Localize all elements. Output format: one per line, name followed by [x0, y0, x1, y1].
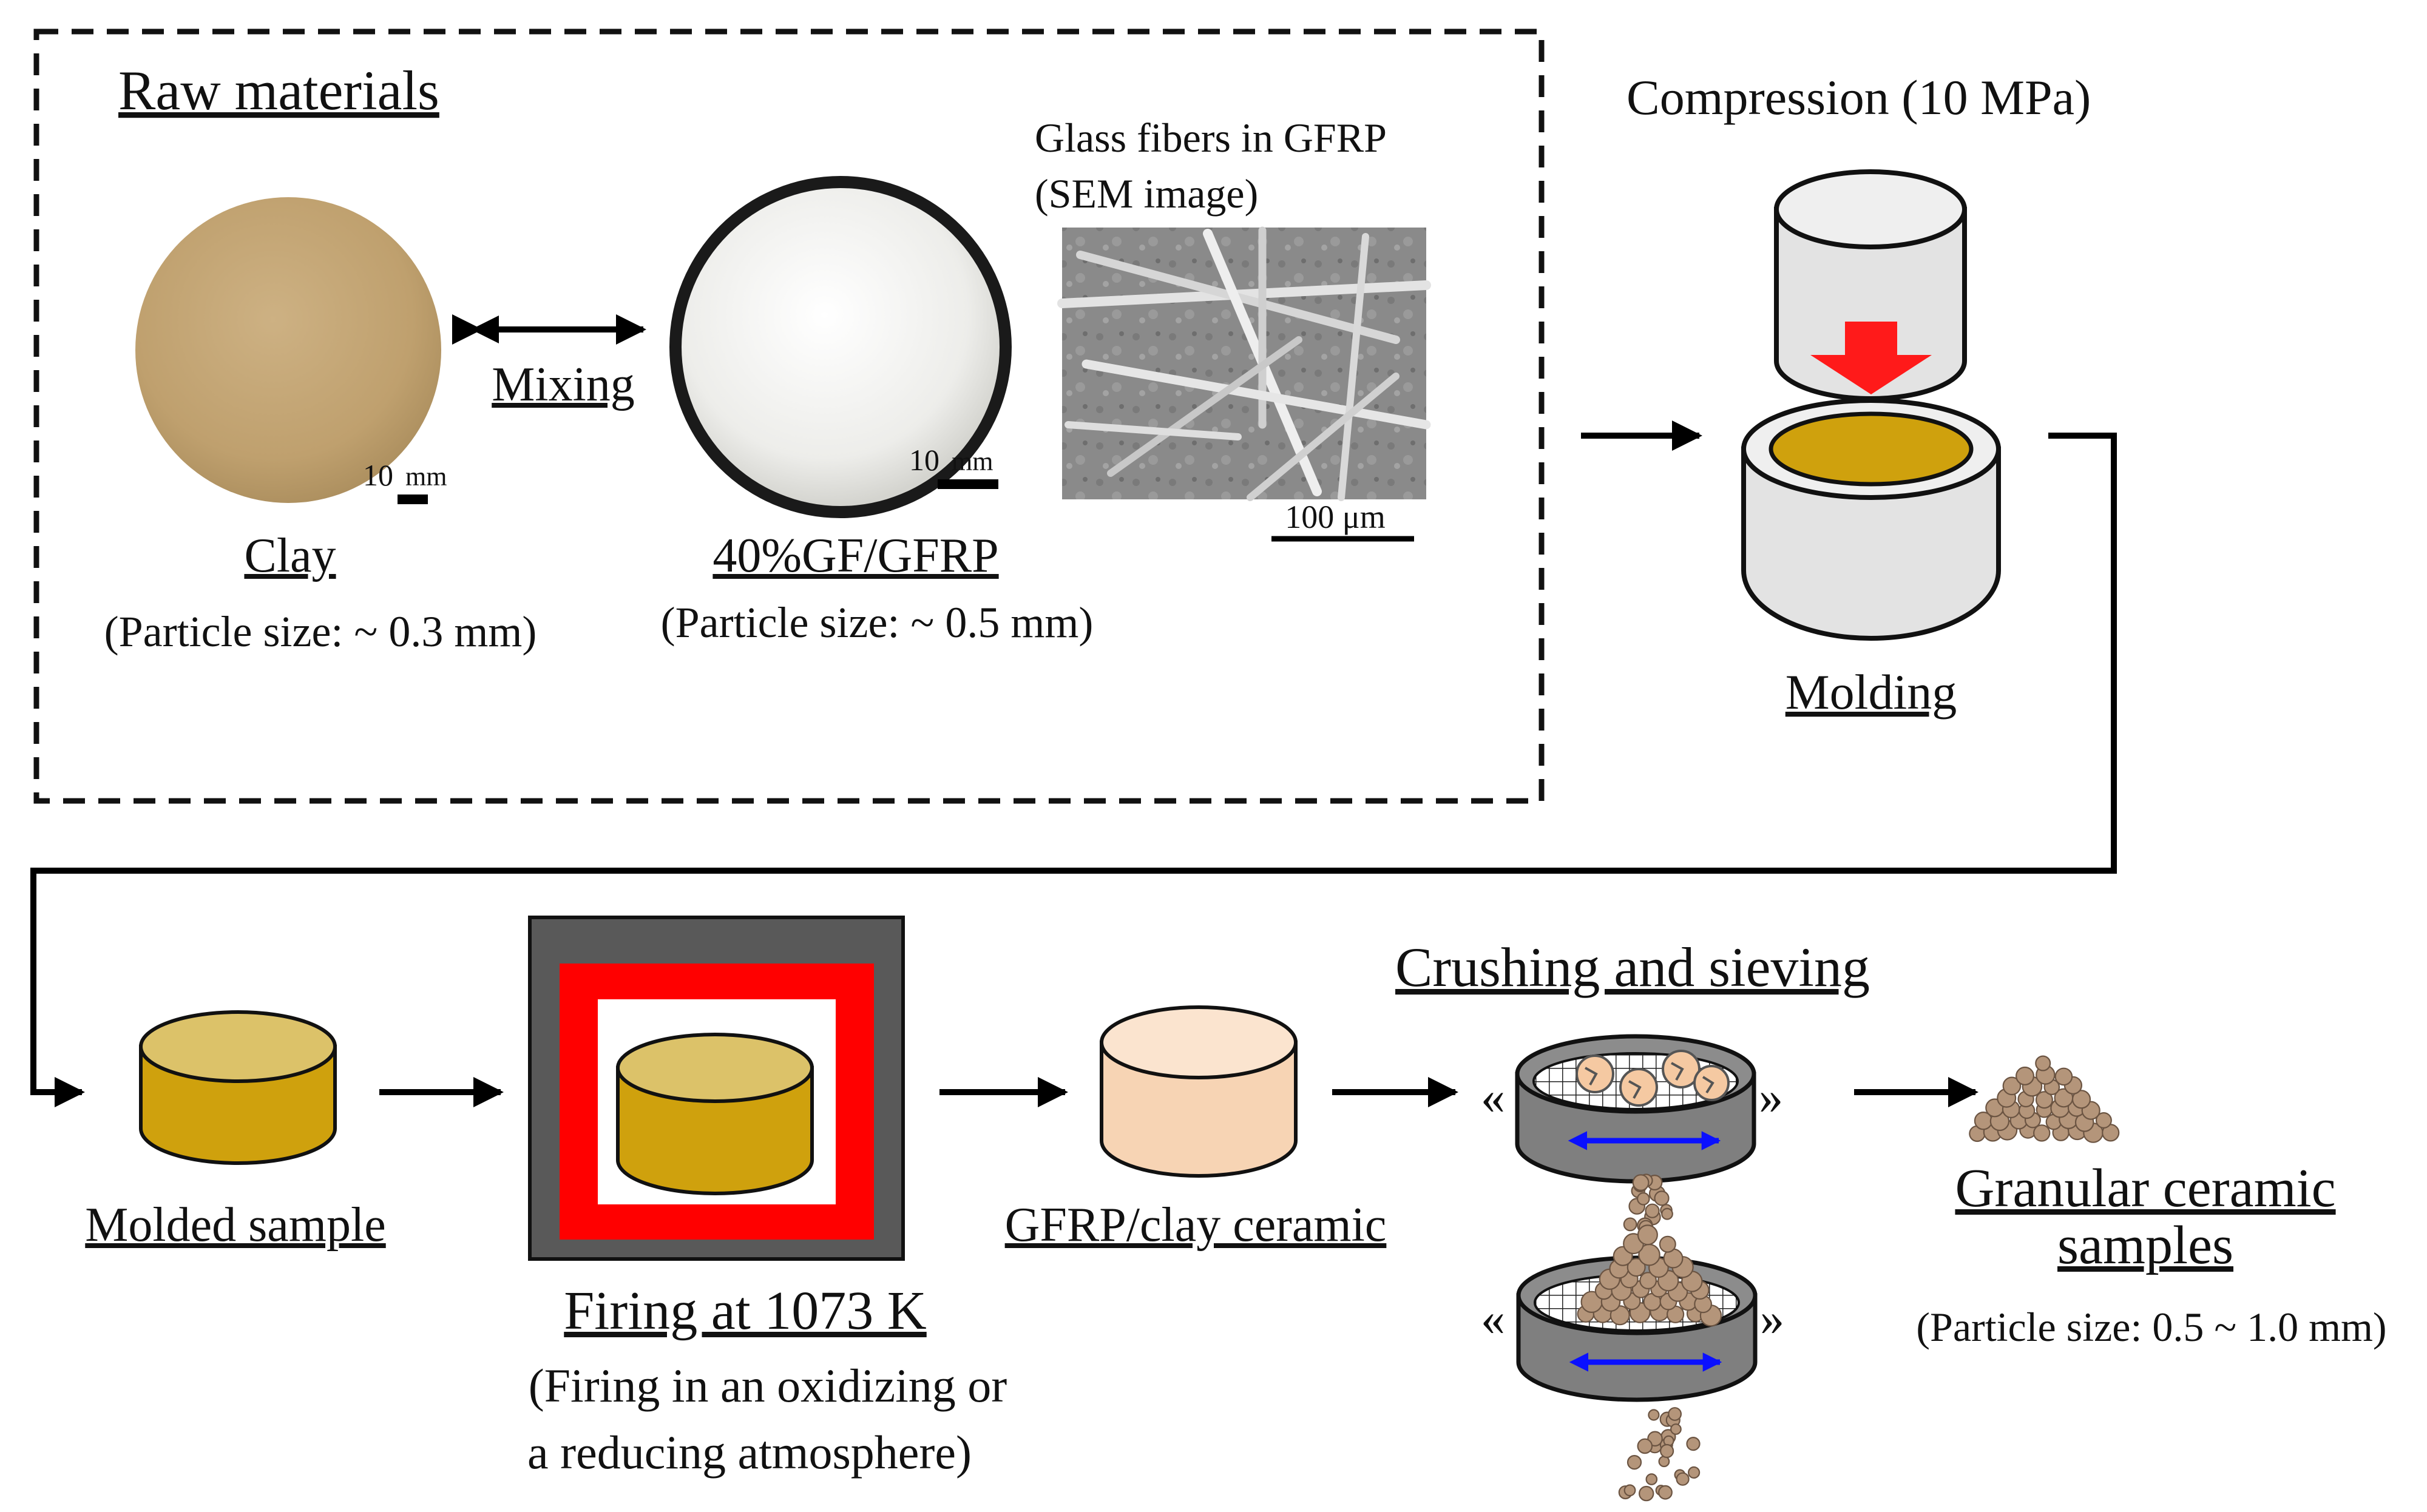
granule	[1632, 1174, 1650, 1191]
lower-shake-left: «	[1481, 1292, 1505, 1346]
compression-label: Compression (10 MPa)	[1626, 70, 2091, 125]
firing-stage: Firing at 1073 K (Firing in an oxidizing…	[527, 916, 1068, 1479]
clay-label: Clay	[244, 529, 336, 582]
mold-punch	[1774, 169, 1967, 401]
molded-sample-label: Molded sample	[85, 1198, 385, 1252]
granule	[1676, 1472, 1690, 1486]
granule	[2071, 1090, 2091, 1109]
gfrp-scale-number: 10	[909, 443, 939, 477]
gfrp-powder-image	[682, 188, 1000, 506]
gfrp-scale-bar-line	[938, 479, 998, 489]
granule	[1645, 1203, 1660, 1218]
ceramic-stage: GFRP/clay ceramic	[1005, 1005, 1458, 1252]
granule	[1645, 1473, 1658, 1485]
granular-particle-size: (Particle size: 0.5 ~ 1.0 mm)	[1916, 1304, 2386, 1350]
granule	[1654, 1190, 1670, 1206]
granule	[1661, 1207, 1673, 1220]
mixing-label: Mixing	[492, 358, 635, 411]
ceramic-top	[1100, 1005, 1298, 1079]
granule	[1623, 1217, 1637, 1232]
upper-shake-left: «	[1481, 1071, 1505, 1124]
granule	[1659, 1235, 1676, 1253]
raw-materials-panel: Raw materials 10 mm Clay (Particle size:…	[33, 29, 1545, 804]
granule	[1637, 1438, 1653, 1454]
granule	[1610, 1305, 1630, 1326]
sem-caption-line2: (SEM image)	[1035, 170, 1258, 217]
gfrp-scale-bar: 10 mm	[909, 443, 998, 489]
granular-sample-pile	[1969, 1055, 2120, 1143]
clay-scale-bar: 10 mm	[363, 458, 447, 504]
clay-scale-number: 10	[363, 458, 393, 492]
press-arrow-icon	[1810, 322, 1932, 394]
crushing-sieving-stage: Crushing and sieving « »	[1395, 936, 1978, 1502]
granule	[1626, 1455, 1642, 1470]
sem-scale-label: 100 μm	[1285, 499, 1385, 535]
raw-materials-dashed-border	[33, 29, 1545, 804]
granule	[1638, 1485, 1654, 1502]
sem-caption-line1: Glass fibers in GFRP	[1035, 115, 1387, 161]
lower-sieve: « »	[1481, 1224, 1784, 1402]
granule	[2035, 1091, 2053, 1109]
clay-scale-bar-line	[398, 494, 428, 504]
granule	[1637, 1192, 1650, 1206]
gfrp-label: 40%GF/GFRP	[713, 529, 998, 582]
molded-sample-stage: Molded sample	[85, 1010, 504, 1252]
furnace-sample-top	[616, 1033, 814, 1103]
ceramic-label: GFRP/clay ceramic	[1005, 1198, 1387, 1252]
mixing-arrow-left-head	[471, 316, 499, 343]
falling-granules-bottom	[1618, 1407, 1701, 1502]
upper-shake-right: »	[1759, 1071, 1783, 1124]
granule	[1639, 1272, 1657, 1290]
firing-title: Firing at 1073 K	[564, 1281, 926, 1341]
molding-stage: Compression (10 MPa) Molding	[30, 70, 2117, 1107]
granular-stage: Granular ceramic samples (Particle size:…	[1916, 1055, 2387, 1350]
granule	[1648, 1409, 1660, 1421]
granule	[2035, 1055, 2051, 1072]
sem-image	[1057, 226, 1431, 501]
granular-title-line1: Granular ceramic	[1955, 1158, 2335, 1218]
clay-particle-size: (Particle size: ~ 0.3 mm)	[104, 607, 537, 656]
molded-sample-top	[139, 1010, 337, 1083]
firing-note-line1: (Firing in an oxidizing or	[529, 1359, 1007, 1412]
granule	[1637, 1224, 1658, 1246]
mold-cavity-sample	[1769, 411, 1974, 487]
upper-sieve: « »	[1481, 1034, 1783, 1184]
ceramic-pieces	[1576, 1050, 1730, 1107]
raw-materials-title: Raw materials	[118, 59, 439, 121]
gfrp-scale-unit: mm	[952, 447, 993, 476]
ceramic-cylinder	[1100, 1041, 1298, 1178]
molding-label: Molding	[1786, 664, 1957, 720]
granule	[2095, 1112, 2112, 1129]
crushing-title: Crushing and sieving	[1395, 936, 1870, 998]
granule	[2054, 1067, 2073, 1086]
granule	[1670, 1423, 1682, 1435]
granule	[2016, 1066, 2035, 1085]
granule	[2033, 1124, 2051, 1142]
granular-title-line2: samples	[2057, 1215, 2233, 1275]
connector-to-molded-sample	[30, 433, 2117, 1107]
granule	[1686, 1437, 1701, 1451]
granule	[1623, 1484, 1636, 1497]
granule	[1668, 1407, 1682, 1421]
clay-scale-unit: mm	[405, 462, 447, 491]
granule	[1688, 1466, 1701, 1479]
clay-powder-image	[135, 197, 441, 503]
granule-pile-on-sieve	[1577, 1224, 1722, 1327]
lower-shake-right: »	[1760, 1292, 1784, 1346]
granule	[1660, 1443, 1674, 1459]
firing-note-line2: a reducing atmosphere)	[527, 1426, 972, 1479]
granule	[1658, 1485, 1673, 1500]
granule	[1626, 1258, 1646, 1277]
mold-die	[1741, 398, 2001, 641]
gfrp-particle-size: (Particle size: ~ 0.5 mm)	[661, 598, 1094, 647]
granule	[2002, 1076, 2022, 1096]
furnace-sample-cylinder	[616, 1066, 814, 1195]
